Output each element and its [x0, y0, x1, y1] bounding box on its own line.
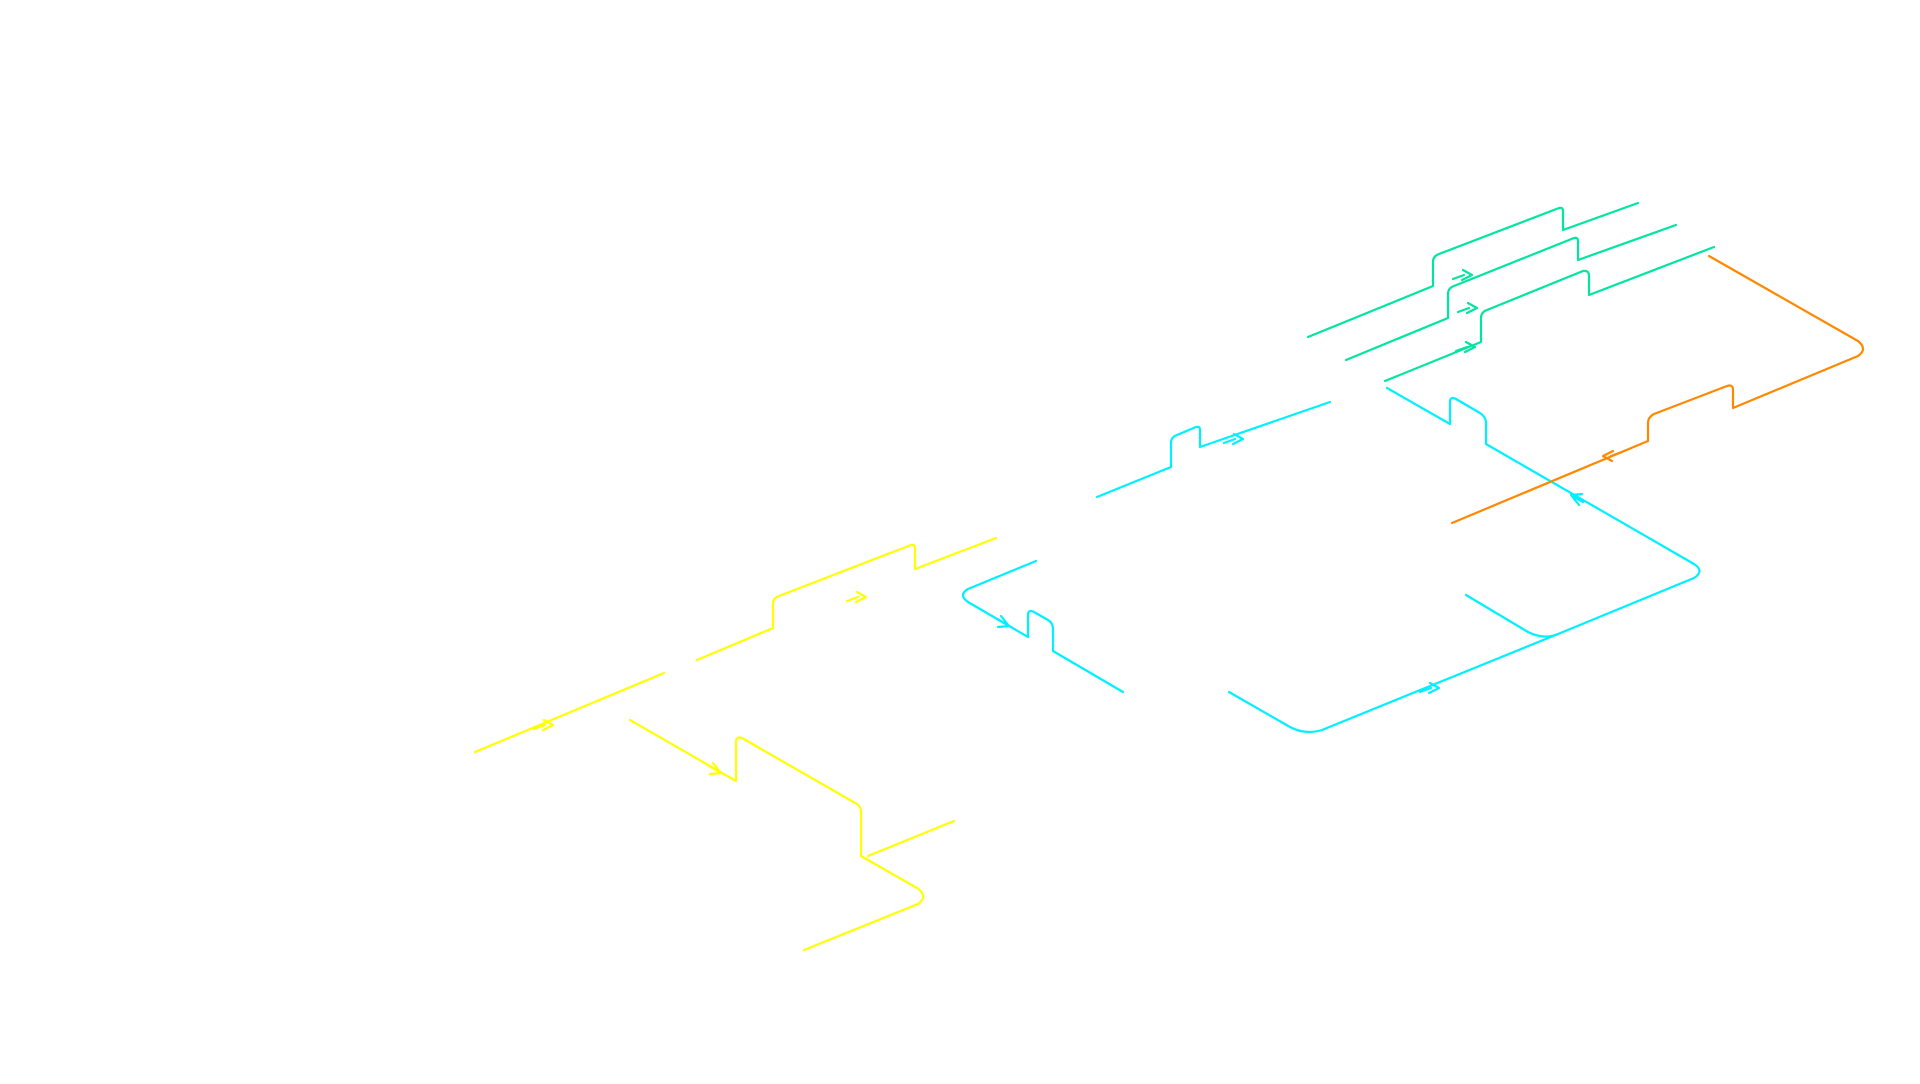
orange-line-1 [1450, 254, 1865, 525]
system-orange [1450, 254, 1865, 525]
cyan-arrows-2 [995, 614, 1011, 629]
yellow-line-2 [695, 536, 998, 662]
yellow-arrows-3 [707, 761, 723, 776]
green-line-1 [1306, 201, 1640, 339]
yellow-arrows-2 [845, 590, 868, 604]
yellow-line-3 [628, 718, 925, 952]
yellow-line-4 [866, 819, 956, 858]
cyan-line-2 [961, 559, 1125, 694]
green-line-3 [1383, 245, 1716, 383]
green-arrows-3 [1454, 340, 1477, 354]
cyan-arrows-3 [1418, 681, 1441, 695]
cyan-line-4 [1227, 632, 1560, 734]
orange-arrows-1 [1601, 449, 1624, 463]
cyan-arrows-1 [1222, 432, 1245, 446]
cyan-line-3 [1385, 386, 1701, 638]
cyan-arrows-4 [1569, 492, 1585, 507]
green-arrows-1 [1451, 268, 1474, 282]
cyan-line-1 [1095, 400, 1332, 499]
system-yellow [473, 536, 998, 952]
yellow-arrows-1 [532, 718, 555, 732]
green-line-2 [1344, 223, 1678, 362]
yellow-line-1 [473, 671, 666, 754]
green-arrows-2 [1456, 301, 1479, 315]
system-cyan [961, 386, 1701, 734]
system-green [1306, 201, 1716, 383]
